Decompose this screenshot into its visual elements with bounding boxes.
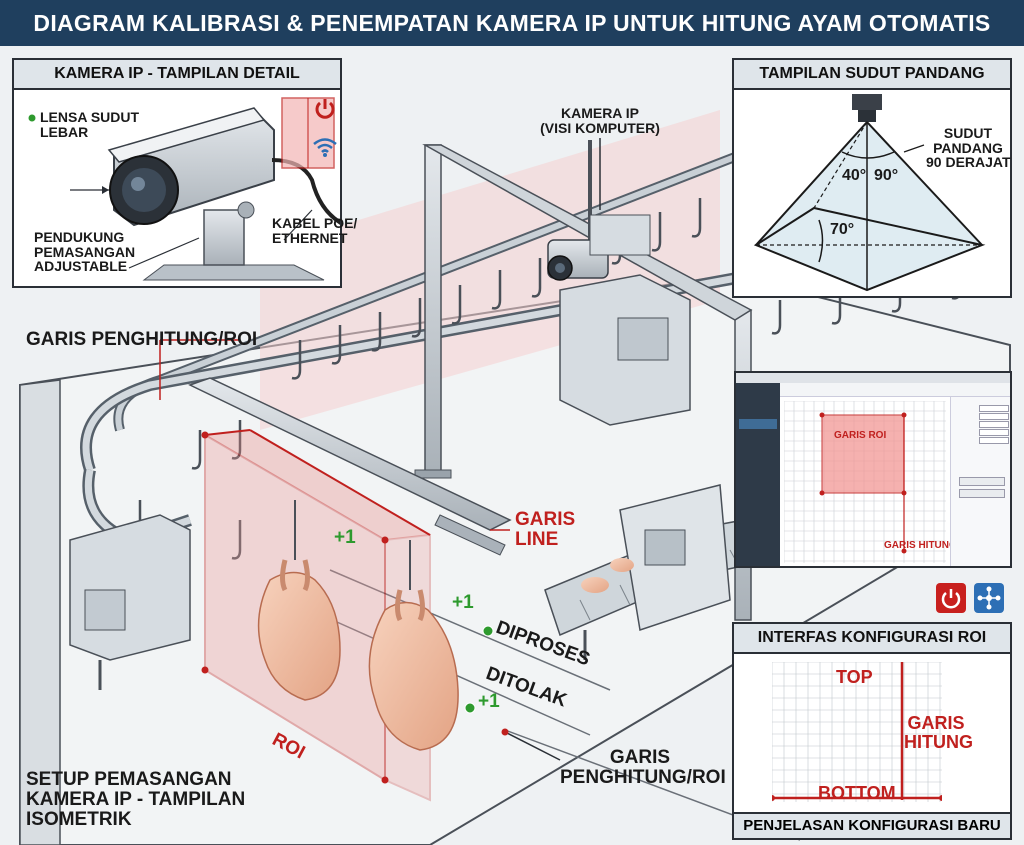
software-sidebar-item [739,447,777,457]
view-angle-description-line-1: SUDUT [943,125,993,141]
cable-label-line-1: KABEL POE/ [272,215,358,231]
mount-label-line-2: PEMASANGAN [34,243,136,260]
count-increment-1: +1 [334,527,356,548]
software-field [979,437,1009,444]
garis-line-label-line-1: GARIS [515,509,576,530]
angle-label-70: 70° [830,221,855,238]
angle-label-40: 40° [842,167,867,184]
scene-camera-label-line-2: (VISI KOMPUTER) [540,119,660,136]
setup-caption-line-2: KAMERA IP - TAMPILAN [26,788,246,810]
camera-detail-title: KAMERA IP - TAMPILAN DETAIL [14,60,340,90]
scene-camera-label: KAMERA IP (VISI KOMPUTER) [520,106,680,135]
roi-config-counter-line: GARIS HITUNG [904,713,973,752]
roi-config-panel: INTERFAS KONFIGURASI ROI TOP BOTTOM GARI… [732,622,1012,840]
software-sidebar [736,383,780,566]
network-icon [977,586,1001,610]
lens-label: LENSA SUDUT LEBAR [40,110,139,139]
view-angle-description-line-2: PANDANG [933,139,1003,156]
camera-detail-panel: KAMERA IP - TAMPILAN DETAIL [12,58,357,288]
power-button-icon [941,589,961,609]
setup-caption-line-3: ISOMETRIK [26,808,132,830]
counter-line-label: GARIS PENGHITUNG/ROI [560,747,726,788]
lens-label-line-2: LEBAR [40,123,89,140]
software-field [979,405,1009,412]
roi-config-grid [772,662,942,802]
hanging-chicken-1 [257,500,341,701]
software-window-preview: GARIS ROI GARIS HITUNG [734,371,1012,568]
cross-beam [188,377,512,531]
view-angle-pyramid [753,94,986,292]
garis-line-label-line-2: LINE [515,528,559,550]
view-angle-description-line-3: 90 DERAJAT [926,154,1011,171]
roi-config-bottom: BOTTOM [818,783,896,803]
scene-camera-label-line-1: KAMERA IP [560,105,640,121]
wifi-icon [313,138,337,157]
software-header [780,383,1010,397]
software-button [959,477,1005,486]
roi-line-label: GARIS PENGHITUNG/ROI [26,329,258,350]
lens-label-line-1: LENSA SUDUT [40,109,140,125]
roi-config-footer: PENJELASAN KONFIGURASI BARU [734,812,1010,838]
hanging-chicken-2 [368,540,459,751]
count-increment-2: +1 [452,592,474,613]
garis-line-label: GARIS LINE [515,510,575,550]
roi-config-counter-line-1: GARIS [907,713,965,733]
mount-label-line-1: PENDUKUNG [34,229,125,245]
cable-label-line-2: ETHERNET [272,229,348,246]
setup-caption: SETUP PEMASANGAN KAMERA IP - TAMPILAN IS… [26,770,245,830]
software-roi-label: GARIS ROI [834,430,887,441]
software-sidebar-item [739,433,777,443]
software-roi-grid [784,401,946,563]
software-properties-panel [950,397,1010,566]
network-button [974,583,1004,613]
view-angle-panel: TAMPILAN SUDUT PANDANG 40° 90° 70° SUDUT… [732,58,1012,298]
shackle-hooks [131,198,962,560]
software-button [959,489,1005,498]
software-sidebar-item [739,461,777,471]
software-counter-label: GARIS HITUNG [884,540,957,551]
setup-caption-line-1: SETUP PEMASANGAN [26,769,232,790]
counter-line-label-line-2: PENGHITUNG/ROI [560,766,726,788]
view-angle-description: SUDUT PANDANG 90 DERAJAT [926,125,1011,171]
angle-label-90: 90° [874,167,899,184]
collection-machine [69,514,191,690]
count-increment-3: +1 [478,691,500,712]
camera-detail-illustration [28,97,340,281]
mount-label: PENDUKUNG PEMASANGAN ADJUSTABLE [34,230,135,274]
page-title: DIAGRAM KALIBRASI & PENEMPATAN KAMERA IP… [0,0,1024,46]
view-angle-title: TAMPILAN SUDUT PANDANG [734,60,1010,90]
roi-config-title: INTERFAS KONFIGURASI ROI [734,624,1010,654]
software-field [979,421,1009,428]
counter-line-label-line-1: GARIS [609,747,671,768]
software-sidebar-item [739,391,777,401]
roi-config-top: TOP [836,667,873,687]
processing-machine [559,214,691,426]
software-field [979,413,1009,420]
software-field [979,429,1009,436]
mount-label-line-3: ADJUSTABLE [34,258,128,275]
roi-config-counter-line-2: HITUNG [904,731,973,752]
power-button [936,583,966,613]
software-sidebar-item-active [739,419,777,429]
cable-label: KABEL POE/ ETHERNET [272,216,357,245]
power-icon [315,99,335,119]
software-sidebar-item [739,405,777,415]
